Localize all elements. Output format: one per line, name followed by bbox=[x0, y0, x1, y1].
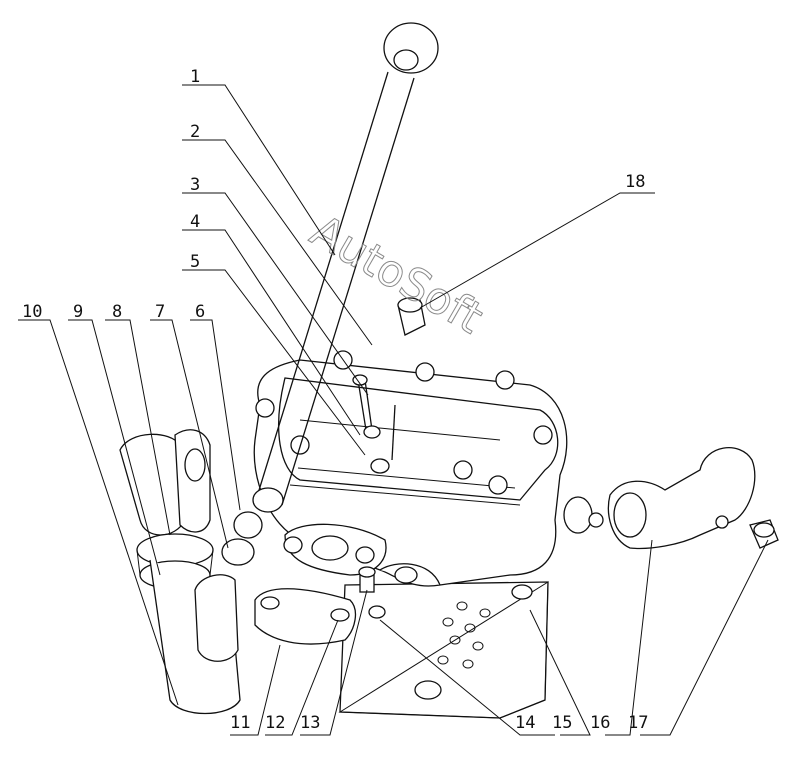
hose bbox=[149, 559, 241, 715]
leader-lines bbox=[18, 84, 769, 736]
callout-12: 12 bbox=[265, 713, 285, 733]
callout-2: 2 bbox=[190, 122, 200, 142]
bolt-nut bbox=[358, 566, 386, 619]
outlet-elbow bbox=[607, 447, 756, 550]
callout-10: 10 bbox=[22, 302, 42, 322]
callout-8: 8 bbox=[112, 302, 122, 322]
center-bolts bbox=[352, 374, 396, 474]
shift-lever bbox=[252, 22, 439, 513]
callout-9: 9 bbox=[73, 302, 83, 322]
callout-5: 5 bbox=[190, 252, 200, 272]
watermark: AutoSoft bbox=[302, 205, 491, 344]
plug-washer bbox=[233, 511, 263, 539]
callout-4: 4 bbox=[190, 212, 200, 232]
breather-cap bbox=[397, 297, 426, 336]
callout-1: 1 bbox=[190, 67, 200, 87]
callout-14: 14 bbox=[515, 713, 535, 733]
callout-18: 18 bbox=[625, 172, 645, 192]
mounting-plate bbox=[338, 581, 549, 719]
flange-gasket bbox=[254, 588, 357, 645]
callout-7: 7 bbox=[155, 302, 165, 322]
callout-17: 17 bbox=[628, 713, 648, 733]
seal-ring bbox=[221, 538, 255, 566]
callout-6: 6 bbox=[195, 302, 205, 322]
callout-16: 16 bbox=[590, 713, 610, 733]
callout-numbers: 1 2 3 4 5 6 7 8 9 10 11 12 13 14 15 16 1… bbox=[22, 67, 648, 733]
callout-11: 11 bbox=[230, 713, 250, 733]
callout-13: 13 bbox=[300, 713, 320, 733]
callout-15: 15 bbox=[552, 713, 572, 733]
elbow-pipe bbox=[119, 429, 211, 536]
callout-3: 3 bbox=[190, 175, 200, 195]
drain-plug bbox=[749, 519, 779, 549]
outlet-flange bbox=[283, 523, 387, 576]
